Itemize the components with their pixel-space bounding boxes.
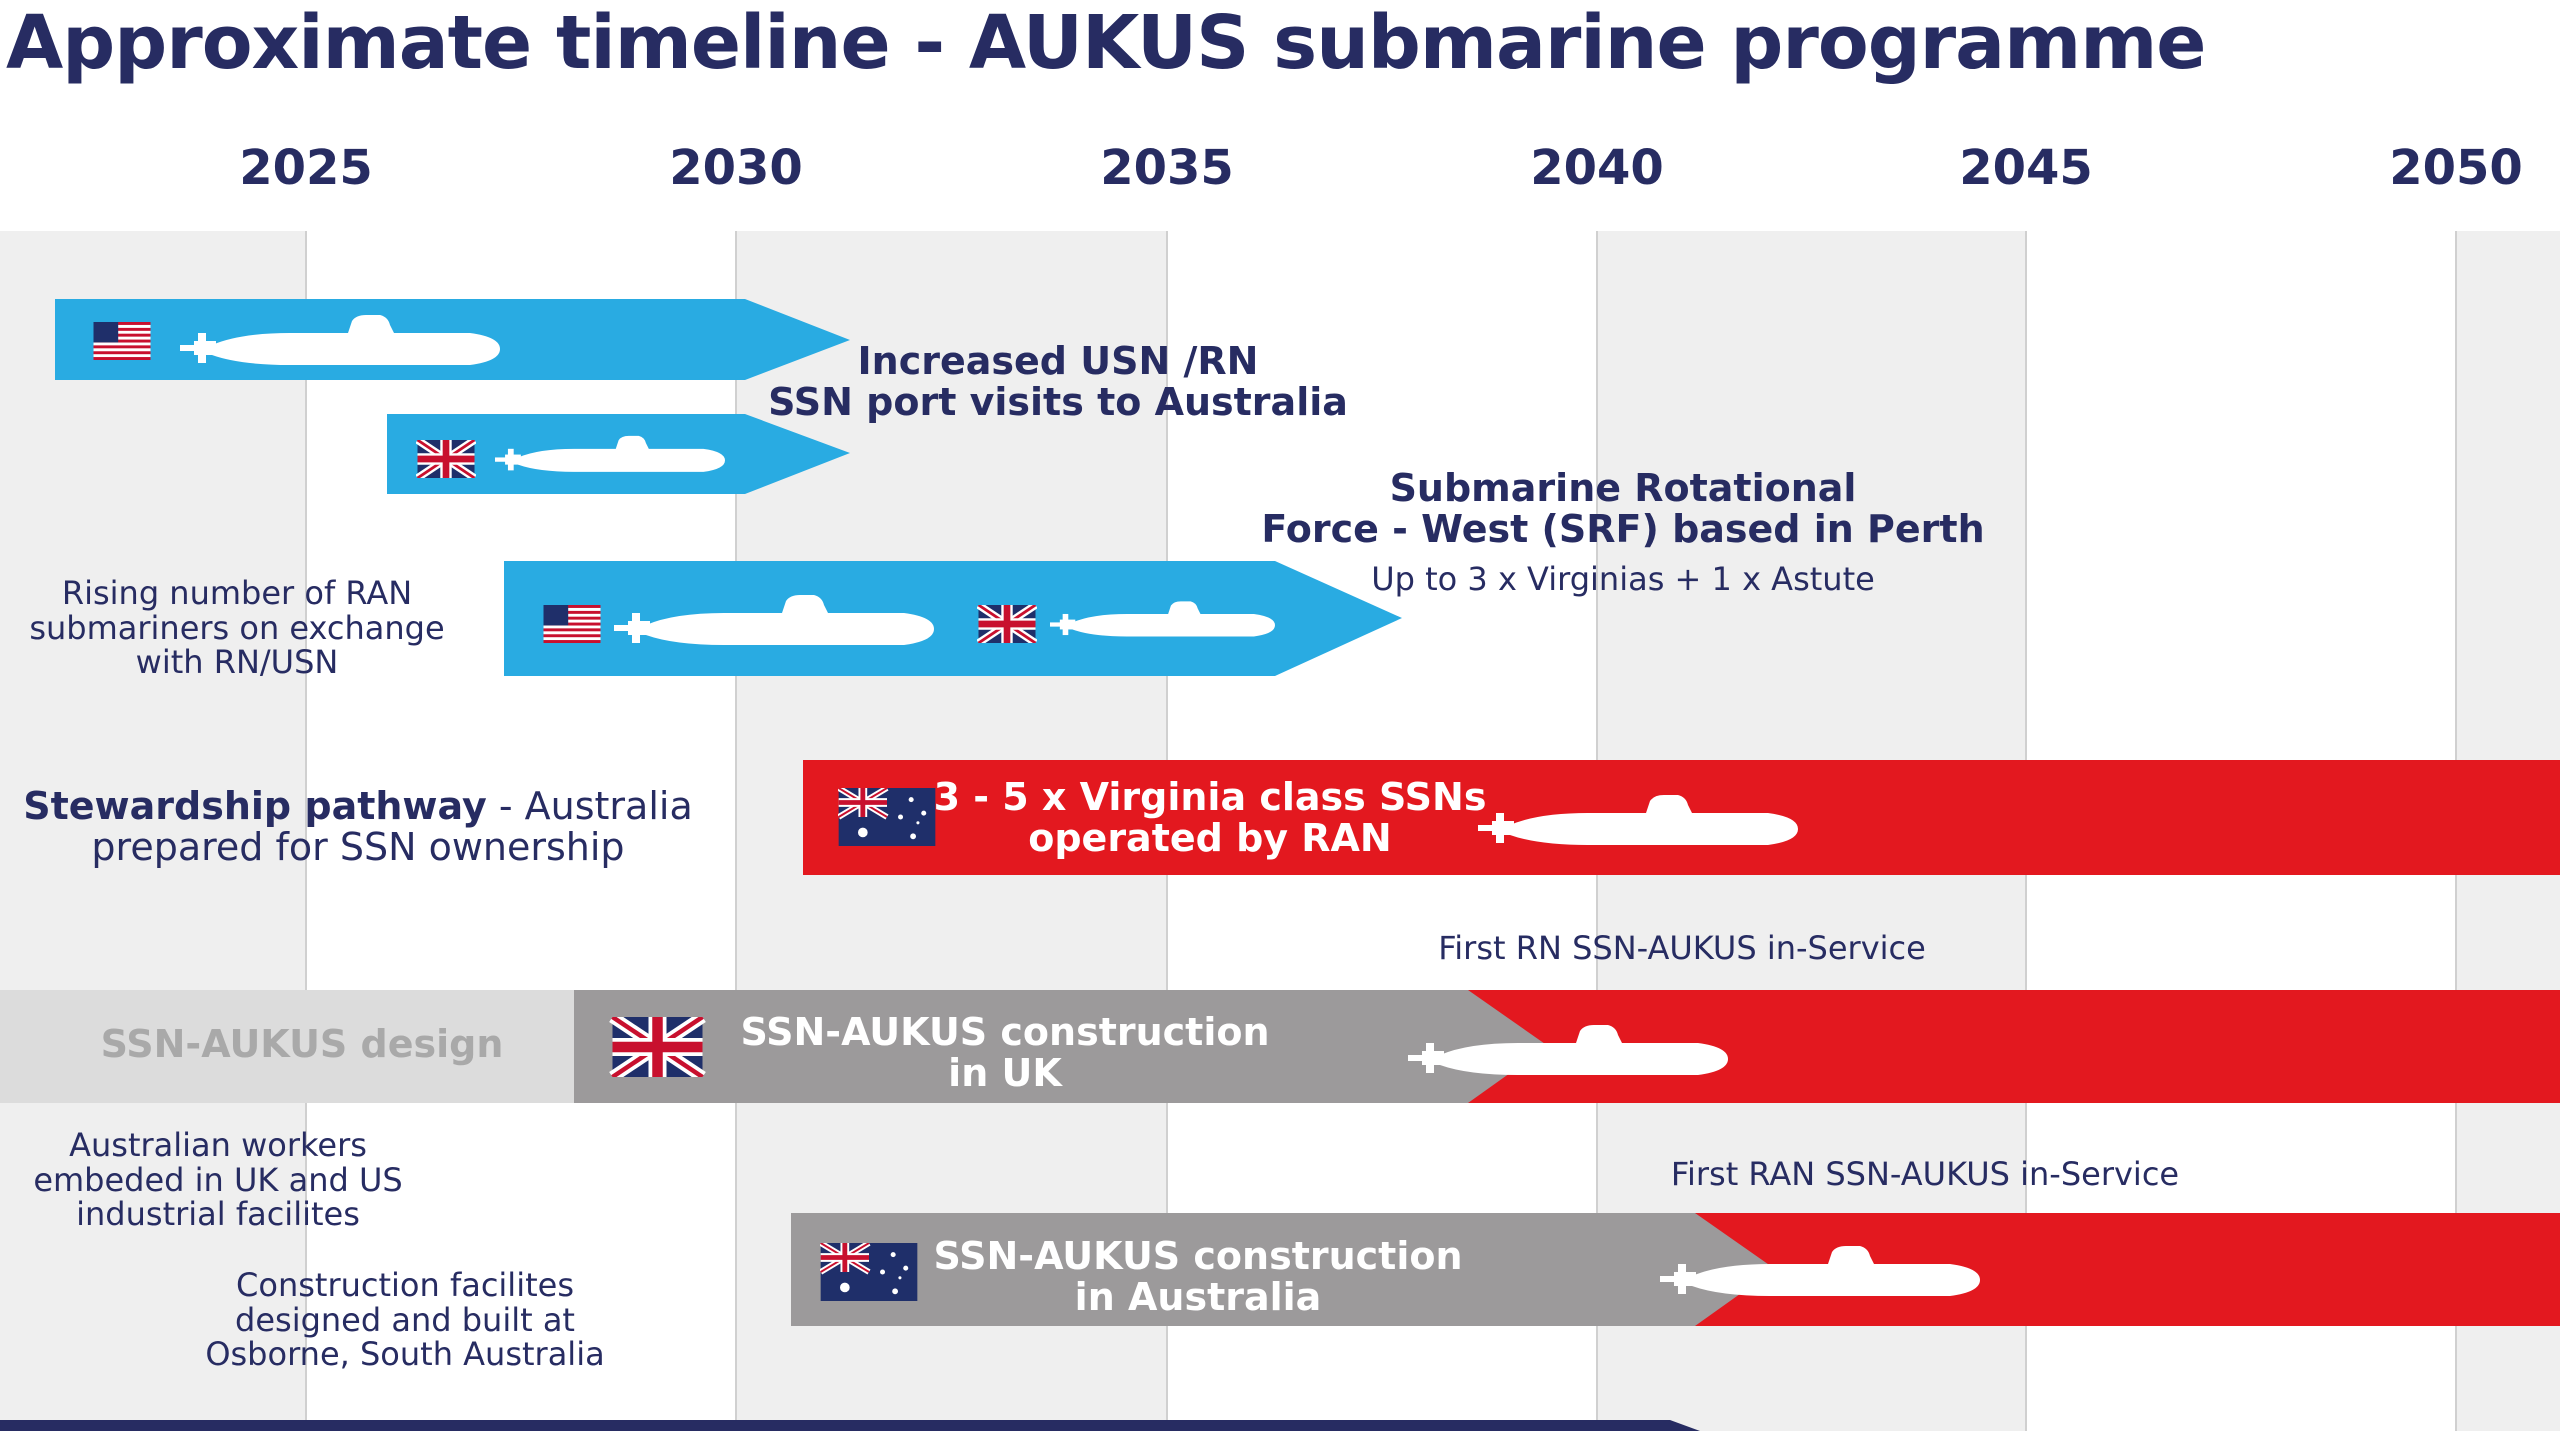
- year-label: 2035: [1100, 140, 1234, 196]
- uk-flag: [418, 440, 475, 478]
- first-ran-in-service-label: First RAN SSN-AUKUS in-Service: [1670, 1155, 2180, 1193]
- stewardship-label: Stewardship pathway - Australia prepared…: [23, 784, 693, 870]
- srf-west-arrow: [504, 561, 1402, 676]
- us-flag: [543, 605, 601, 643]
- us-flag: [93, 322, 151, 360]
- stewardship-rest: - Australia: [486, 784, 693, 828]
- year-label: 2030: [669, 140, 803, 196]
- year-label: 2025: [239, 140, 373, 196]
- stewardship-bold: Stewardship pathway: [23, 784, 487, 828]
- uk-flag: [979, 605, 1036, 643]
- design-label: SSN-AUKUS design: [100, 1022, 504, 1066]
- srf-subtitle-label: Up to 3 x Virginias + 1 x Astute: [1371, 560, 1875, 598]
- australia-flag: [839, 788, 936, 846]
- first-rn-in-service-label: First RN SSN-AUKUS in-Service: [1438, 929, 1926, 967]
- uk-flag: [613, 1017, 703, 1077]
- year-label: 2050: [2389, 140, 2523, 196]
- australia-flag: [821, 1243, 918, 1301]
- bottom-arrow: [0, 1420, 1700, 1431]
- uk-construction-bar: [574, 990, 1548, 1103]
- au-construction-bar: [791, 1213, 1775, 1326]
- year-label: 2040: [1530, 140, 1664, 196]
- ssn-aukus-design-bar: [0, 990, 576, 1103]
- year-label: 2045: [1959, 140, 2093, 196]
- page-title: Approximate timeline - AUKUS submarine p…: [6, 0, 2206, 86]
